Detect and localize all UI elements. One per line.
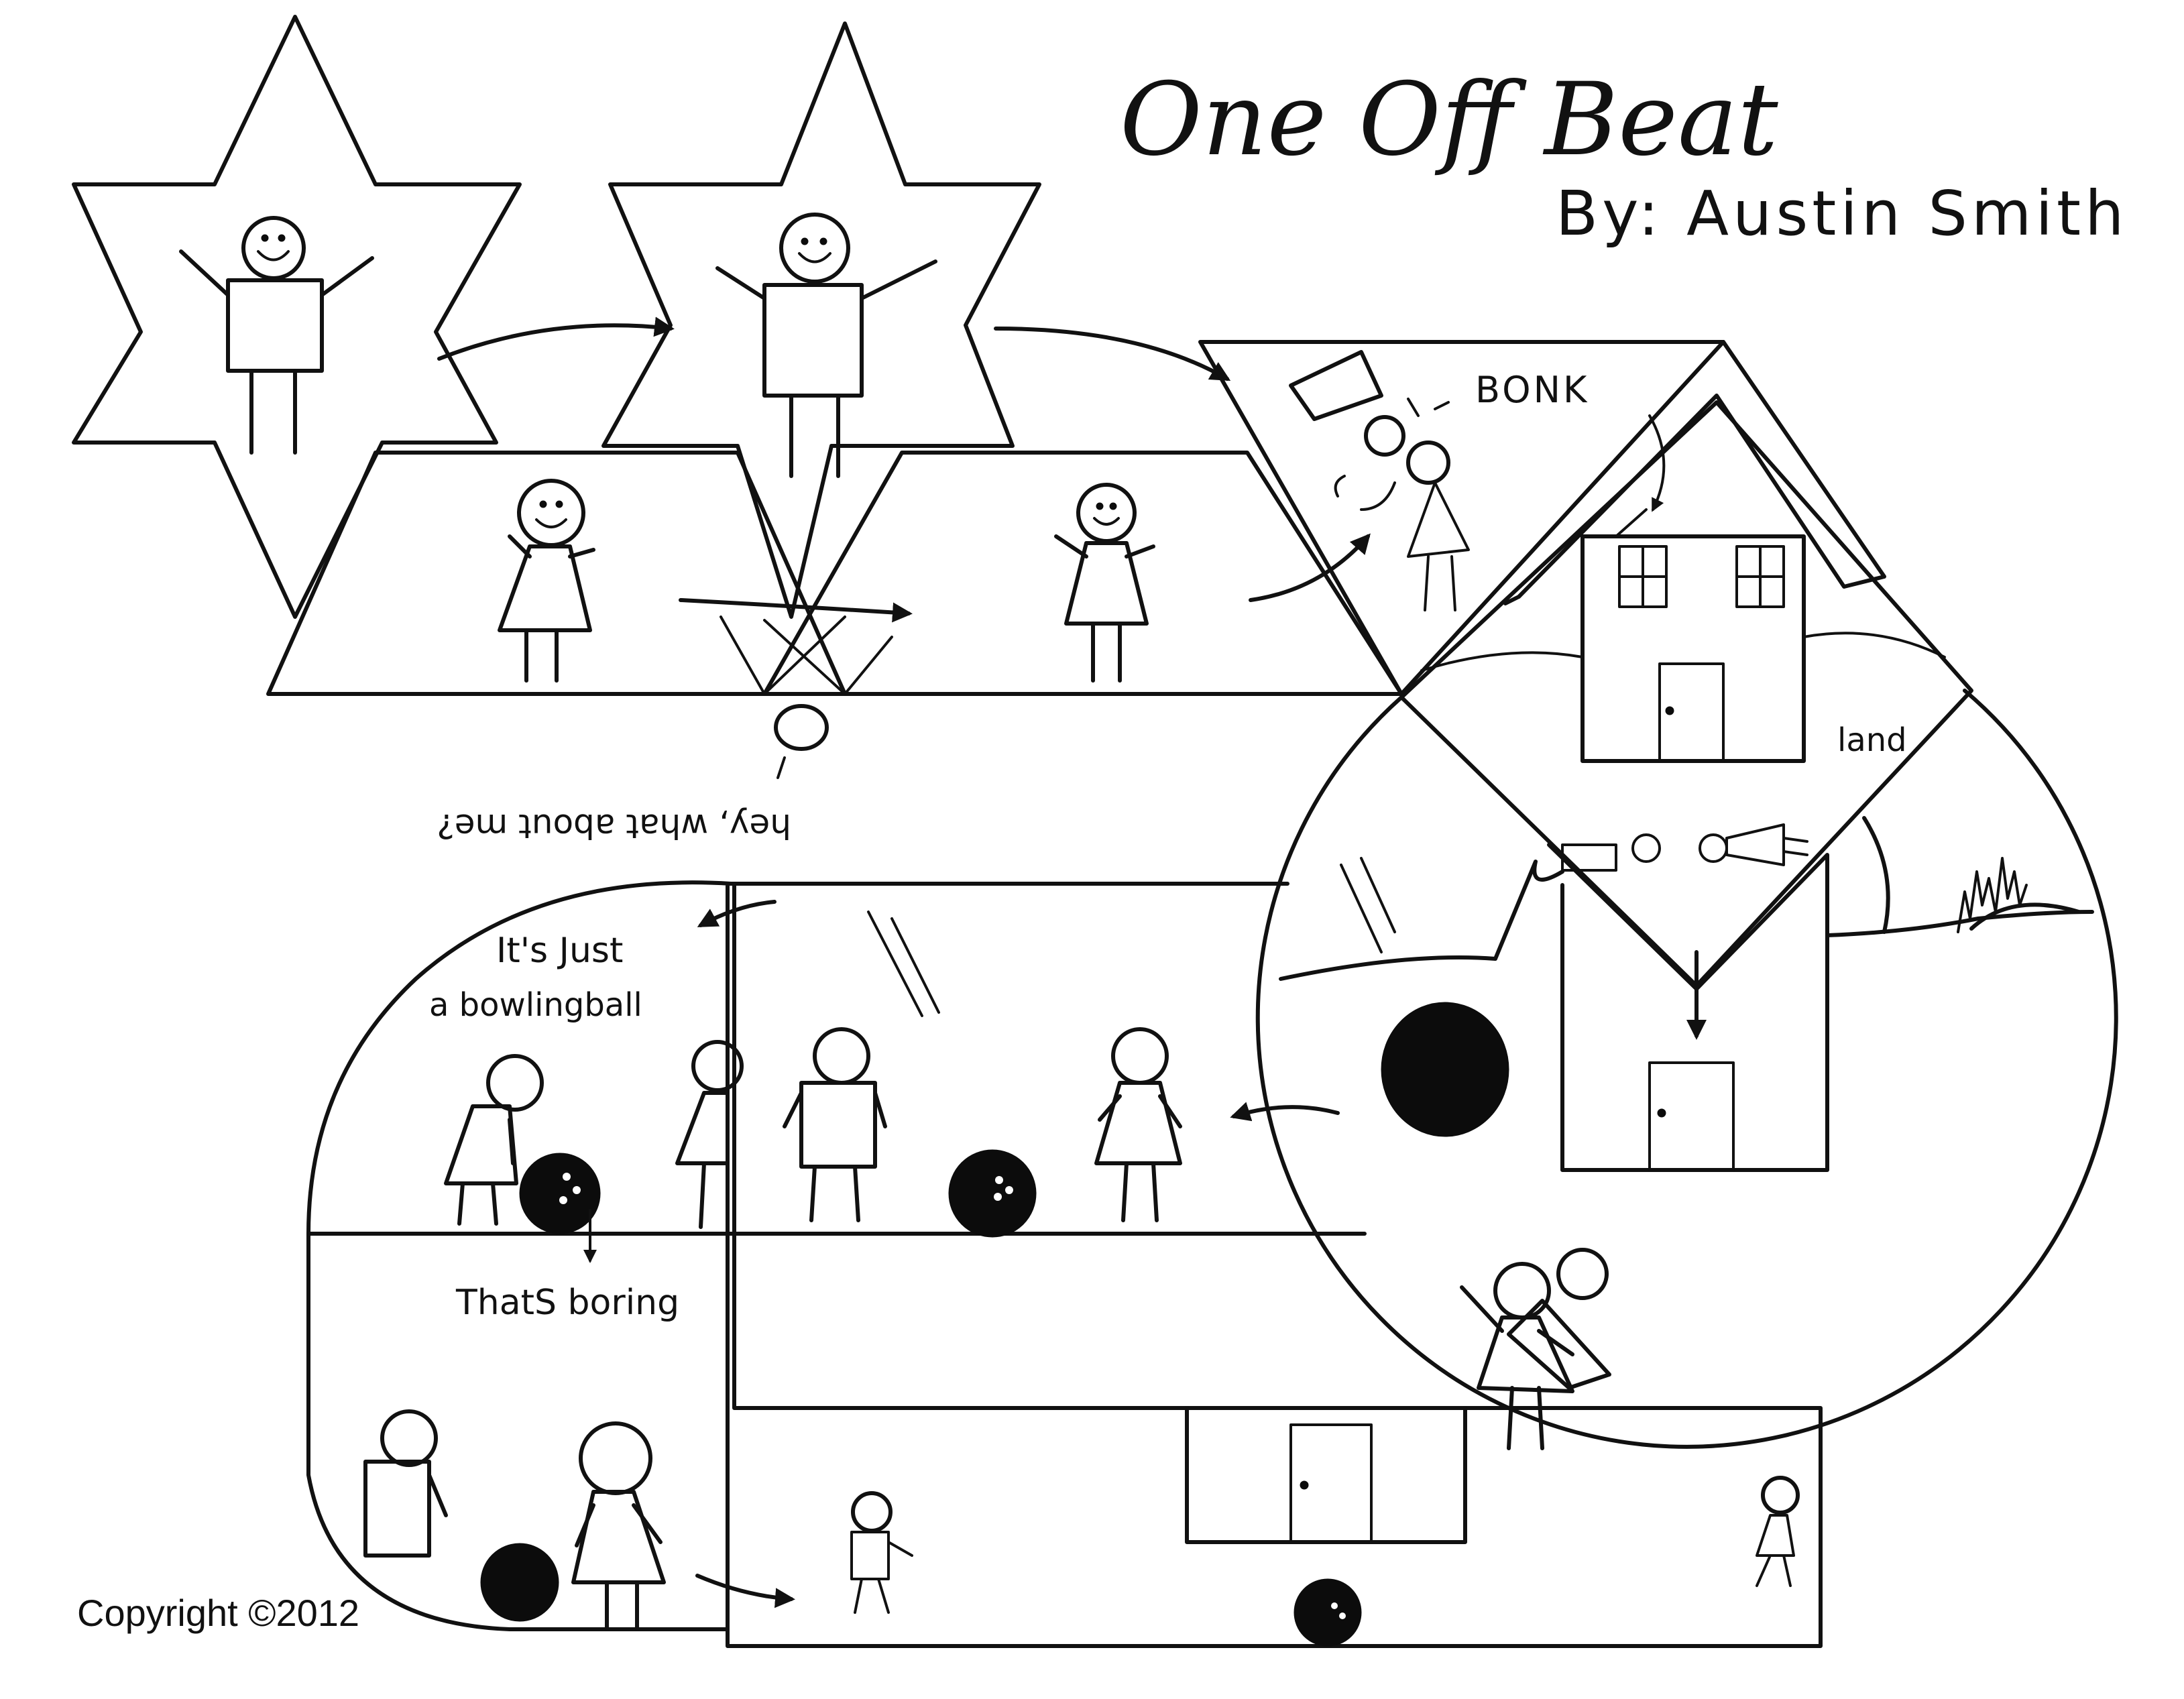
sfx-bonk: BONK: [1475, 369, 1589, 411]
bottom-panel: [726, 1406, 1823, 1648]
panel-rect-middle: [732, 1232, 1581, 1410]
bowling-ball-small: [519, 1153, 601, 1234]
rounded-lower-figures: [363, 1409, 666, 1631]
trapezoid-panel-2: [762, 451, 1403, 696]
rounded-upper-figures: [444, 1040, 744, 1229]
star-panel-1: [72, 15, 522, 619]
arrow-star1-to-star2: [437, 316, 675, 361]
boy-figure-1: [179, 216, 374, 455]
sfx-land: land: [1837, 721, 1907, 759]
speech-upside-down: hey, what about me?: [437, 807, 791, 845]
house-1: [1580, 534, 1806, 763]
crossed-lines: [720, 616, 893, 695]
arrow-circle-to-left: [1230, 1102, 1340, 1122]
rounded-panel: [306, 880, 736, 1631]
thought-bubble: [774, 704, 829, 779]
bowling-ball-bottom: [1294, 1578, 1362, 1647]
arrow-to-rounded-panel: [697, 900, 777, 927]
house-3: [1185, 1406, 1467, 1544]
boy-figure-2: [715, 213, 937, 478]
star-panel-2: [601, 21, 1041, 619]
girl-figure-1: [498, 479, 595, 683]
bowling-ball-large: [1381, 1002, 1509, 1137]
bowling-ball-rounded-lower: [480, 1543, 559, 1622]
circle-bottom-figures: [1460, 1248, 1611, 1450]
landscape: [1279, 816, 2094, 981]
speech-its-just-1: It's Just: [496, 931, 623, 971]
speech-its-just-2: a bowlingball: [429, 986, 642, 1024]
bottom-figures: [850, 1476, 1800, 1614]
landing-figures: [1561, 823, 1808, 872]
speech-thats-boring: ThatS boring: [455, 1283, 679, 1323]
circle-panel: [1255, 689, 2118, 1449]
house-2: [1547, 843, 1829, 1172]
copyright: Copyright ©2012: [77, 1592, 359, 1634]
house-diamond-panel: [1399, 400, 1973, 988]
hill-line: [1420, 632, 1946, 672]
bonk-panel: [1198, 340, 1886, 696]
arrow-to-bottom-panel: [695, 1574, 795, 1608]
arrow-star2-to-bonk: [994, 327, 1231, 381]
panel-rect-upper: [732, 882, 1367, 1236]
bonk-collision: [1289, 350, 1470, 611]
comic-title: One Off Beat: [1120, 62, 1778, 178]
arrow-trapezoid1-to-2: [679, 598, 913, 623]
girl-figure-2: [1054, 483, 1155, 683]
byline: By: Austin Smith: [1556, 178, 2128, 249]
upper-rect-figures: [783, 911, 1182, 1222]
bowling-ball-medium: [948, 1149, 1037, 1238]
arrow-girl2-to-bonk: [1249, 533, 1371, 602]
